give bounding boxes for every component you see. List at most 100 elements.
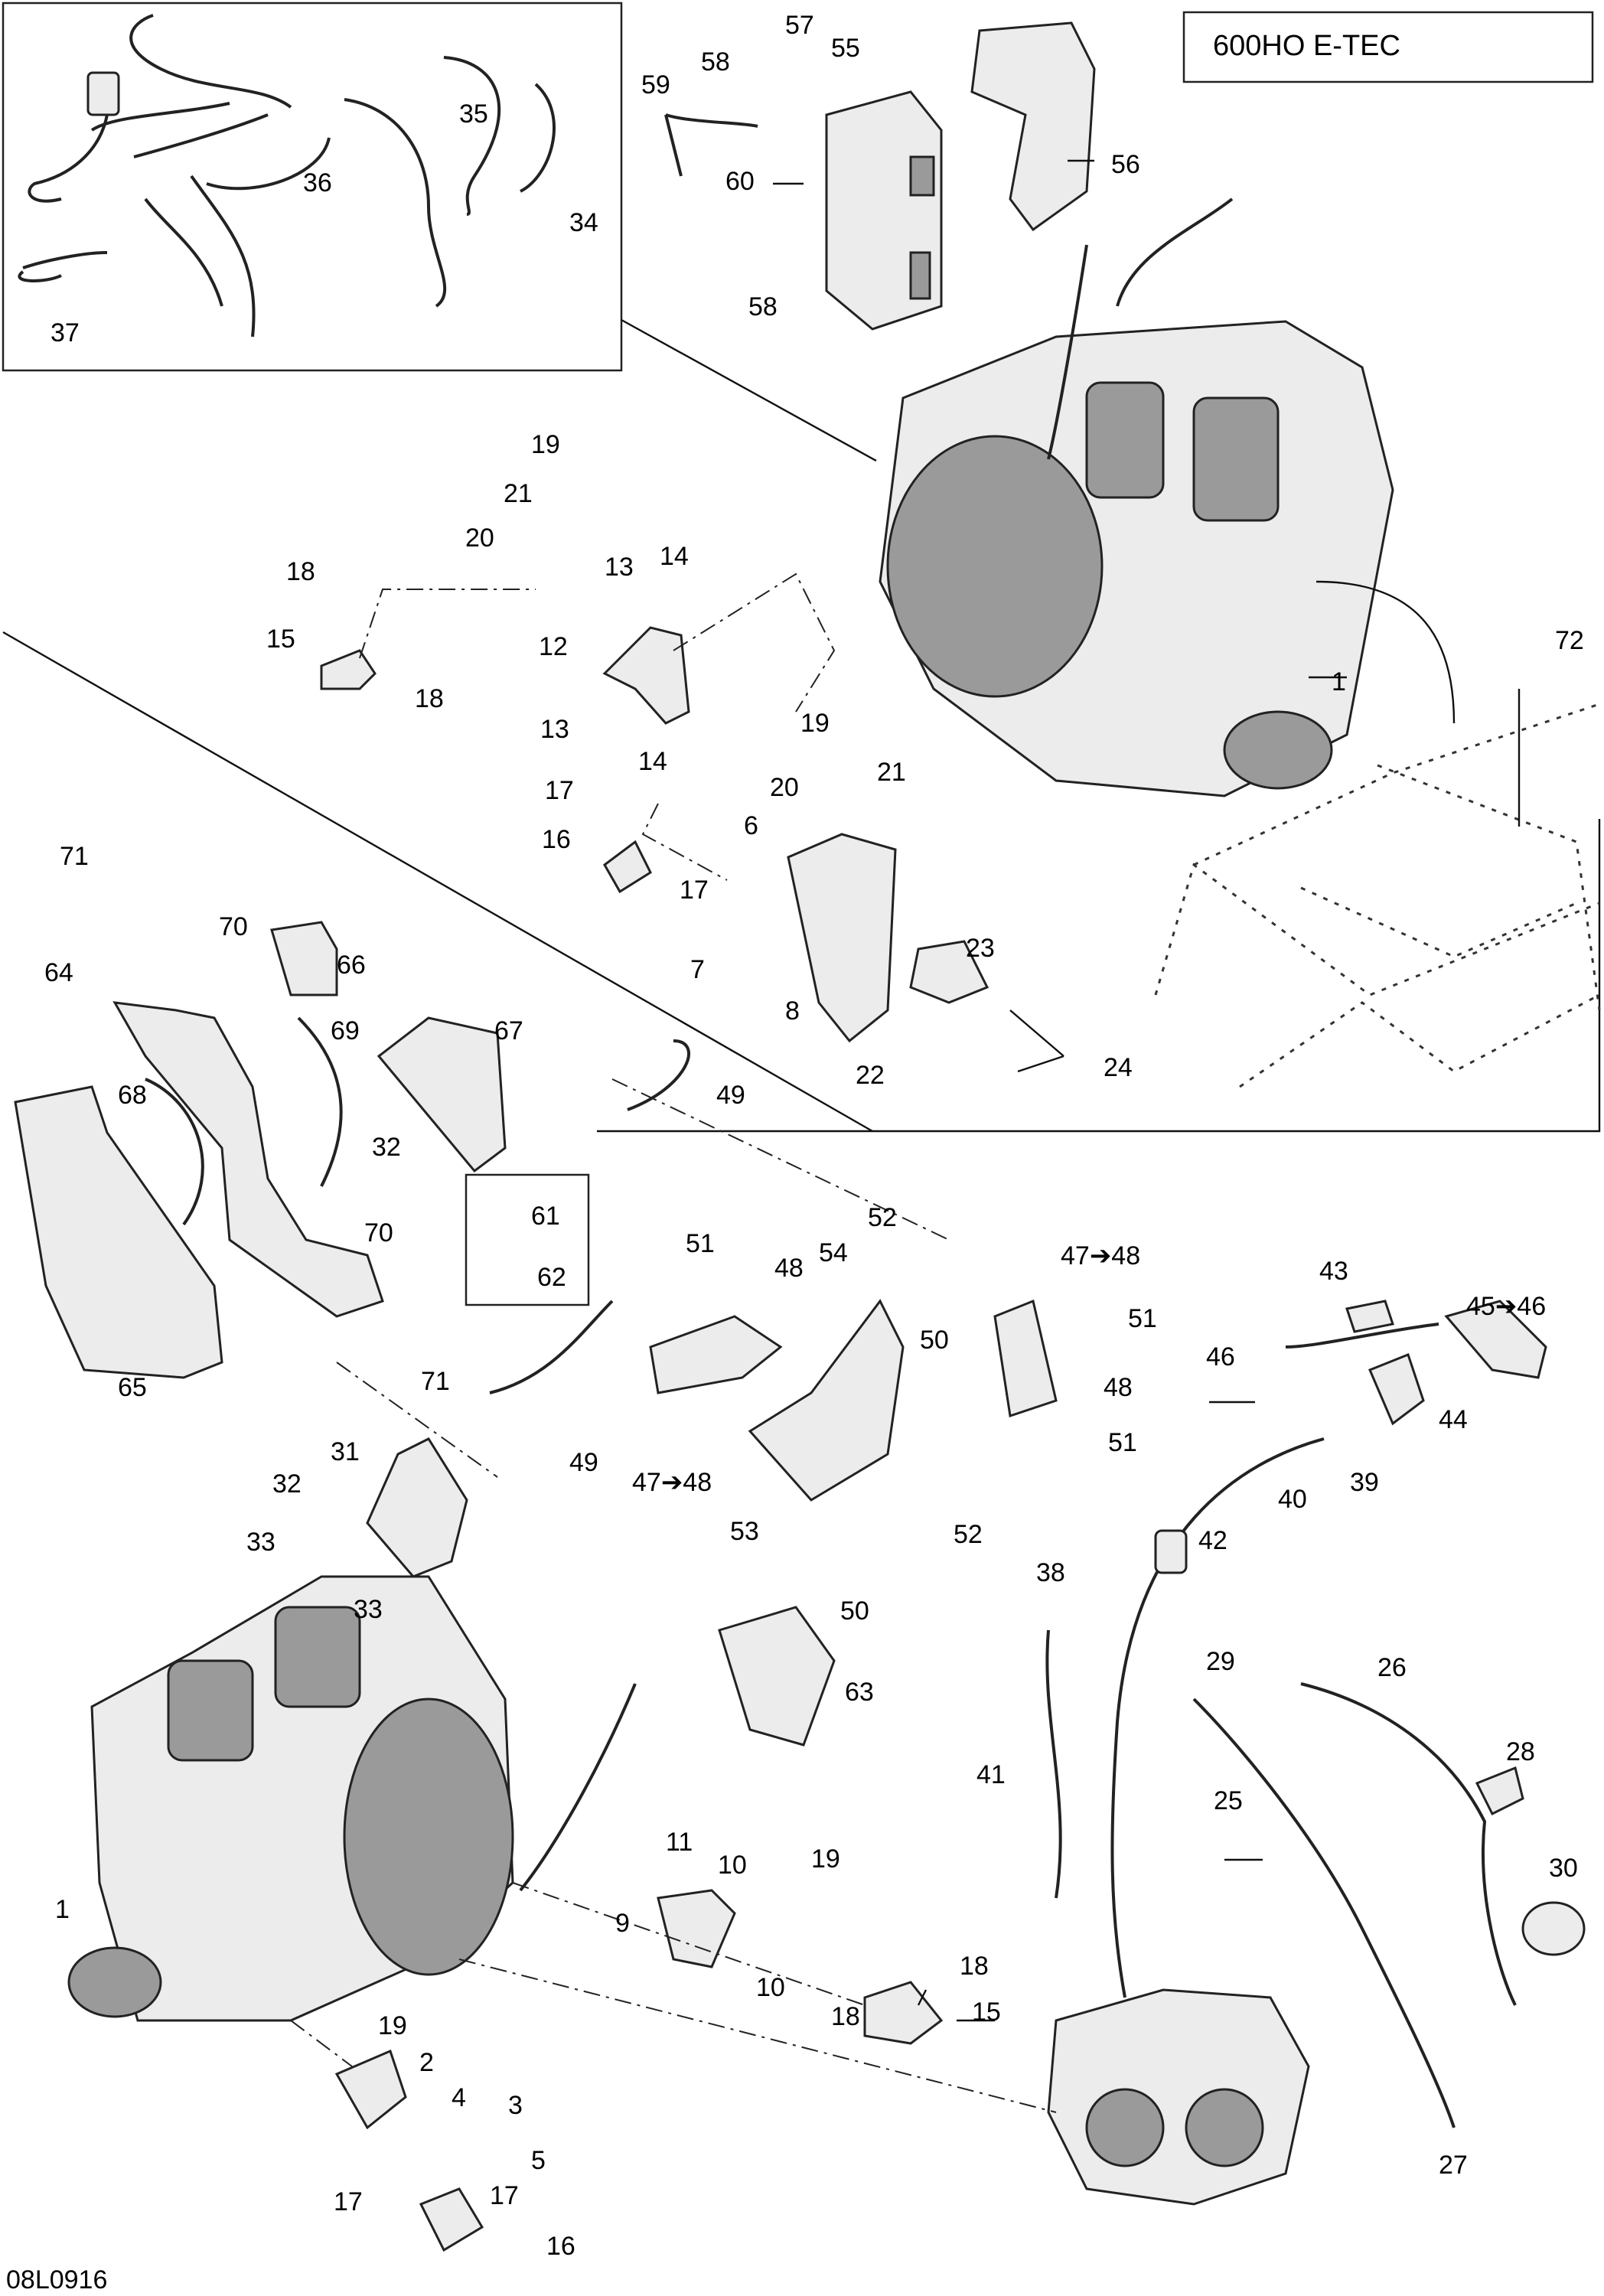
vent-hoses-group	[18, 14, 556, 338]
callout-51a: 51	[686, 1229, 715, 1258]
callout-31: 31	[331, 1437, 360, 1466]
callout-12: 12	[539, 632, 568, 661]
callout-1a: 1	[1332, 667, 1346, 696]
callout-62: 62	[537, 1263, 566, 1292]
callout-35: 35	[459, 99, 488, 129]
sensor-lead-60	[664, 114, 683, 177]
callout-23: 23	[966, 934, 995, 963]
assembly-dash-3	[641, 803, 728, 881]
callout-4748b: 47➔48	[632, 1468, 712, 1497]
throttle-body-assembly	[1047, 1988, 1310, 2206]
callout-43: 43	[1319, 1257, 1348, 1286]
engine-side-view	[67, 1575, 514, 2022]
callout-33b: 33	[354, 1595, 383, 1624]
engine-bracket-6	[787, 833, 897, 1043]
callout-17c: 17	[334, 2187, 363, 2216]
callout-19b: 19	[800, 709, 830, 738]
callout-5: 5	[531, 2146, 546, 2175]
callout-17b: 17	[680, 876, 709, 905]
guard-seal-69	[297, 1016, 343, 1187]
assembly-dash-6	[512, 1882, 866, 2006]
ignition-coil-47	[649, 1299, 1058, 1417]
assembly-dash-5	[336, 1362, 498, 1478]
oil-line-41	[1045, 1629, 1062, 1899]
callout-60: 60	[725, 167, 755, 196]
callout-14a: 14	[660, 542, 689, 571]
assembly-dash-1	[359, 589, 536, 659]
rubber-mount-16-top	[603, 840, 652, 894]
callout-14b: 14	[638, 747, 667, 776]
coolant-hose-25	[1192, 1698, 1456, 2128]
callout-28: 28	[1506, 1737, 1535, 1766]
guard-seal-68	[145, 1078, 204, 1226]
callout-8: 8	[785, 996, 800, 1026]
callout-7: 7	[690, 955, 705, 984]
callout-64: 64	[44, 958, 73, 987]
callout-48b: 48	[1104, 1373, 1133, 1402]
assembly-dash-2	[673, 572, 836, 713]
callout-65: 65	[118, 1373, 147, 1402]
callout-70b: 70	[364, 1218, 393, 1247]
harness-bracket-31	[366, 1437, 468, 1578]
callout-52b: 52	[954, 1520, 983, 1549]
gasket-30	[1521, 1901, 1586, 1956]
callout-39: 39	[1350, 1468, 1379, 1497]
assembly-dash-8	[290, 2020, 353, 2067]
callout-50a: 50	[920, 1326, 949, 1355]
section-divider-line	[2, 631, 873, 1133]
callout-36: 36	[303, 168, 332, 197]
callout-9: 9	[615, 1909, 630, 1938]
callout-67: 67	[494, 1016, 523, 1045]
rubber-mount-15-lower	[863, 1981, 944, 2045]
sensor-63	[718, 1606, 836, 1746]
assembly-dash-7	[458, 1958, 1057, 2113]
callout-13a: 13	[605, 553, 634, 582]
callout-6: 6	[744, 811, 758, 840]
hose-inset-frame	[2, 2, 623, 372]
mount-bracket-9	[657, 1889, 736, 1968]
sensor-plate-23	[909, 940, 989, 1004]
callout-18d: 18	[831, 2002, 860, 2031]
callout-40: 40	[1278, 1485, 1307, 1514]
lever-housing-44	[1368, 1353, 1425, 1426]
document-id: 08L0916	[6, 2265, 107, 2294]
inset-divider-line	[621, 318, 877, 462]
callout-66: 66	[337, 951, 366, 980]
rubber-mount-15	[320, 649, 377, 690]
callout-27: 27	[1439, 2151, 1468, 2180]
callout-4546: 45➔46	[1466, 1292, 1546, 1321]
callout-63: 63	[845, 1678, 874, 1707]
callout-10b: 10	[756, 1973, 785, 2002]
callout-34: 34	[569, 208, 598, 237]
callout-49b: 49	[569, 1448, 598, 1477]
callout-19a: 19	[531, 430, 560, 459]
install-arrow	[1315, 580, 1456, 724]
callout-58a: 58	[701, 47, 730, 77]
chassis-frame	[1154, 703, 1601, 1088]
rubber-mount-16-lower	[419, 2187, 484, 2252]
callout-61: 61	[531, 1202, 560, 1231]
callout-labels: 37 36 35 34 57 55 58 59 60 56 58 19 21 2…	[44, 11, 1584, 2261]
callout-22: 22	[856, 1061, 885, 1090]
callout-57: 57	[785, 11, 814, 40]
callout-16a: 16	[542, 825, 571, 854]
callout-44: 44	[1439, 1405, 1468, 1434]
callout-70a: 70	[219, 912, 248, 941]
callout-41: 41	[976, 1760, 1006, 1789]
title-box: 600HO E-TEC	[1182, 11, 1594, 83]
callout-3: 3	[508, 2091, 523, 2120]
callout-30: 30	[1549, 1854, 1578, 1883]
callout-50b: 50	[840, 1596, 869, 1626]
cable-sleeve-42	[1154, 1529, 1188, 1574]
front-mount-bracket-12	[602, 626, 690, 725]
callout-10a: 10	[718, 1851, 747, 1880]
callout-15a: 15	[266, 625, 295, 654]
callout-18a: 18	[286, 557, 315, 586]
callout-4: 4	[452, 2083, 466, 2112]
guard-pad-67	[377, 1016, 507, 1173]
callout-17d: 17	[490, 2181, 519, 2210]
callout-18c: 18	[960, 1952, 989, 1981]
callout-38: 38	[1036, 1558, 1065, 1587]
switch-43	[1345, 1300, 1394, 1333]
callout-71a: 71	[60, 842, 89, 871]
